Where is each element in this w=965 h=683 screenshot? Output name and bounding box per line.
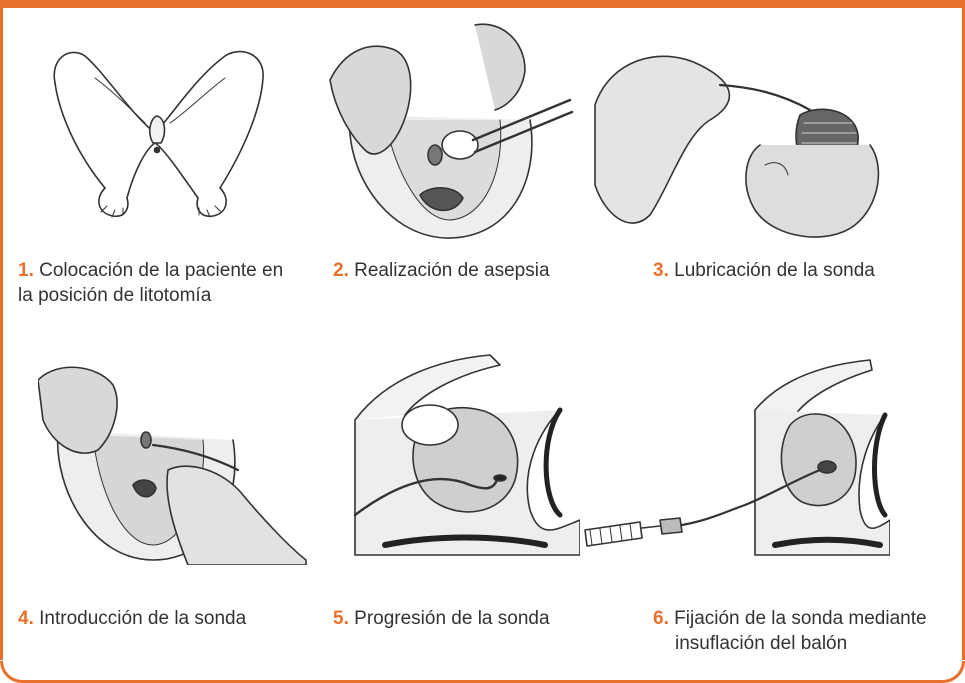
step-text-1-line2: la posición de litotomía xyxy=(18,285,212,306)
step-number-4: 4. xyxy=(18,608,34,629)
step-caption-2: 2. Realización de asepsia xyxy=(333,258,593,283)
illustration-balloon-inflation xyxy=(580,350,890,565)
frame-left-border xyxy=(0,0,3,660)
step-text-6-line1: Fijación de la sonda mediante xyxy=(674,608,927,629)
step-caption-1: 1. Colocación de la paciente en la posic… xyxy=(18,258,318,308)
step-caption-6: 6. Fijación de la sonda mediante insufla… xyxy=(653,606,953,656)
step-text-5-line1: Progresión de la sonda xyxy=(354,608,550,629)
step-text-2-line1: Realización de asepsia xyxy=(354,260,550,281)
illustration-catheter-introduction xyxy=(38,360,308,565)
illustration-asepsis xyxy=(325,20,575,245)
step-text-1-line1: Colocación de la paciente en xyxy=(39,260,284,281)
illustration-catheter-progression xyxy=(325,350,580,570)
step-text-4-line1: Introducción de la sonda xyxy=(39,608,247,629)
frame-bottom-border xyxy=(0,661,965,683)
step-caption-3: 3. Lubricación de la sonda xyxy=(653,258,943,283)
frame-right-border xyxy=(962,0,965,660)
step-number-3: 3. xyxy=(653,260,669,281)
step-number-5: 5. xyxy=(333,608,349,629)
accent-top-bar xyxy=(0,0,965,8)
step-caption-4: 4. Introducción de la sonda xyxy=(18,606,318,631)
step-text-6-line2: insuflación del balón xyxy=(675,633,848,654)
step-text-3-line1: Lubricación de la sonda xyxy=(674,260,875,281)
step-number-1: 1. xyxy=(18,260,34,281)
illustration-catheter-lubrication xyxy=(590,35,890,250)
step-number-2: 2. xyxy=(333,260,349,281)
illustration-lithotomy-position xyxy=(35,38,285,228)
step-number-6: 6. xyxy=(653,608,669,629)
step-caption-5: 5. Progresión de la sonda xyxy=(333,606,613,631)
